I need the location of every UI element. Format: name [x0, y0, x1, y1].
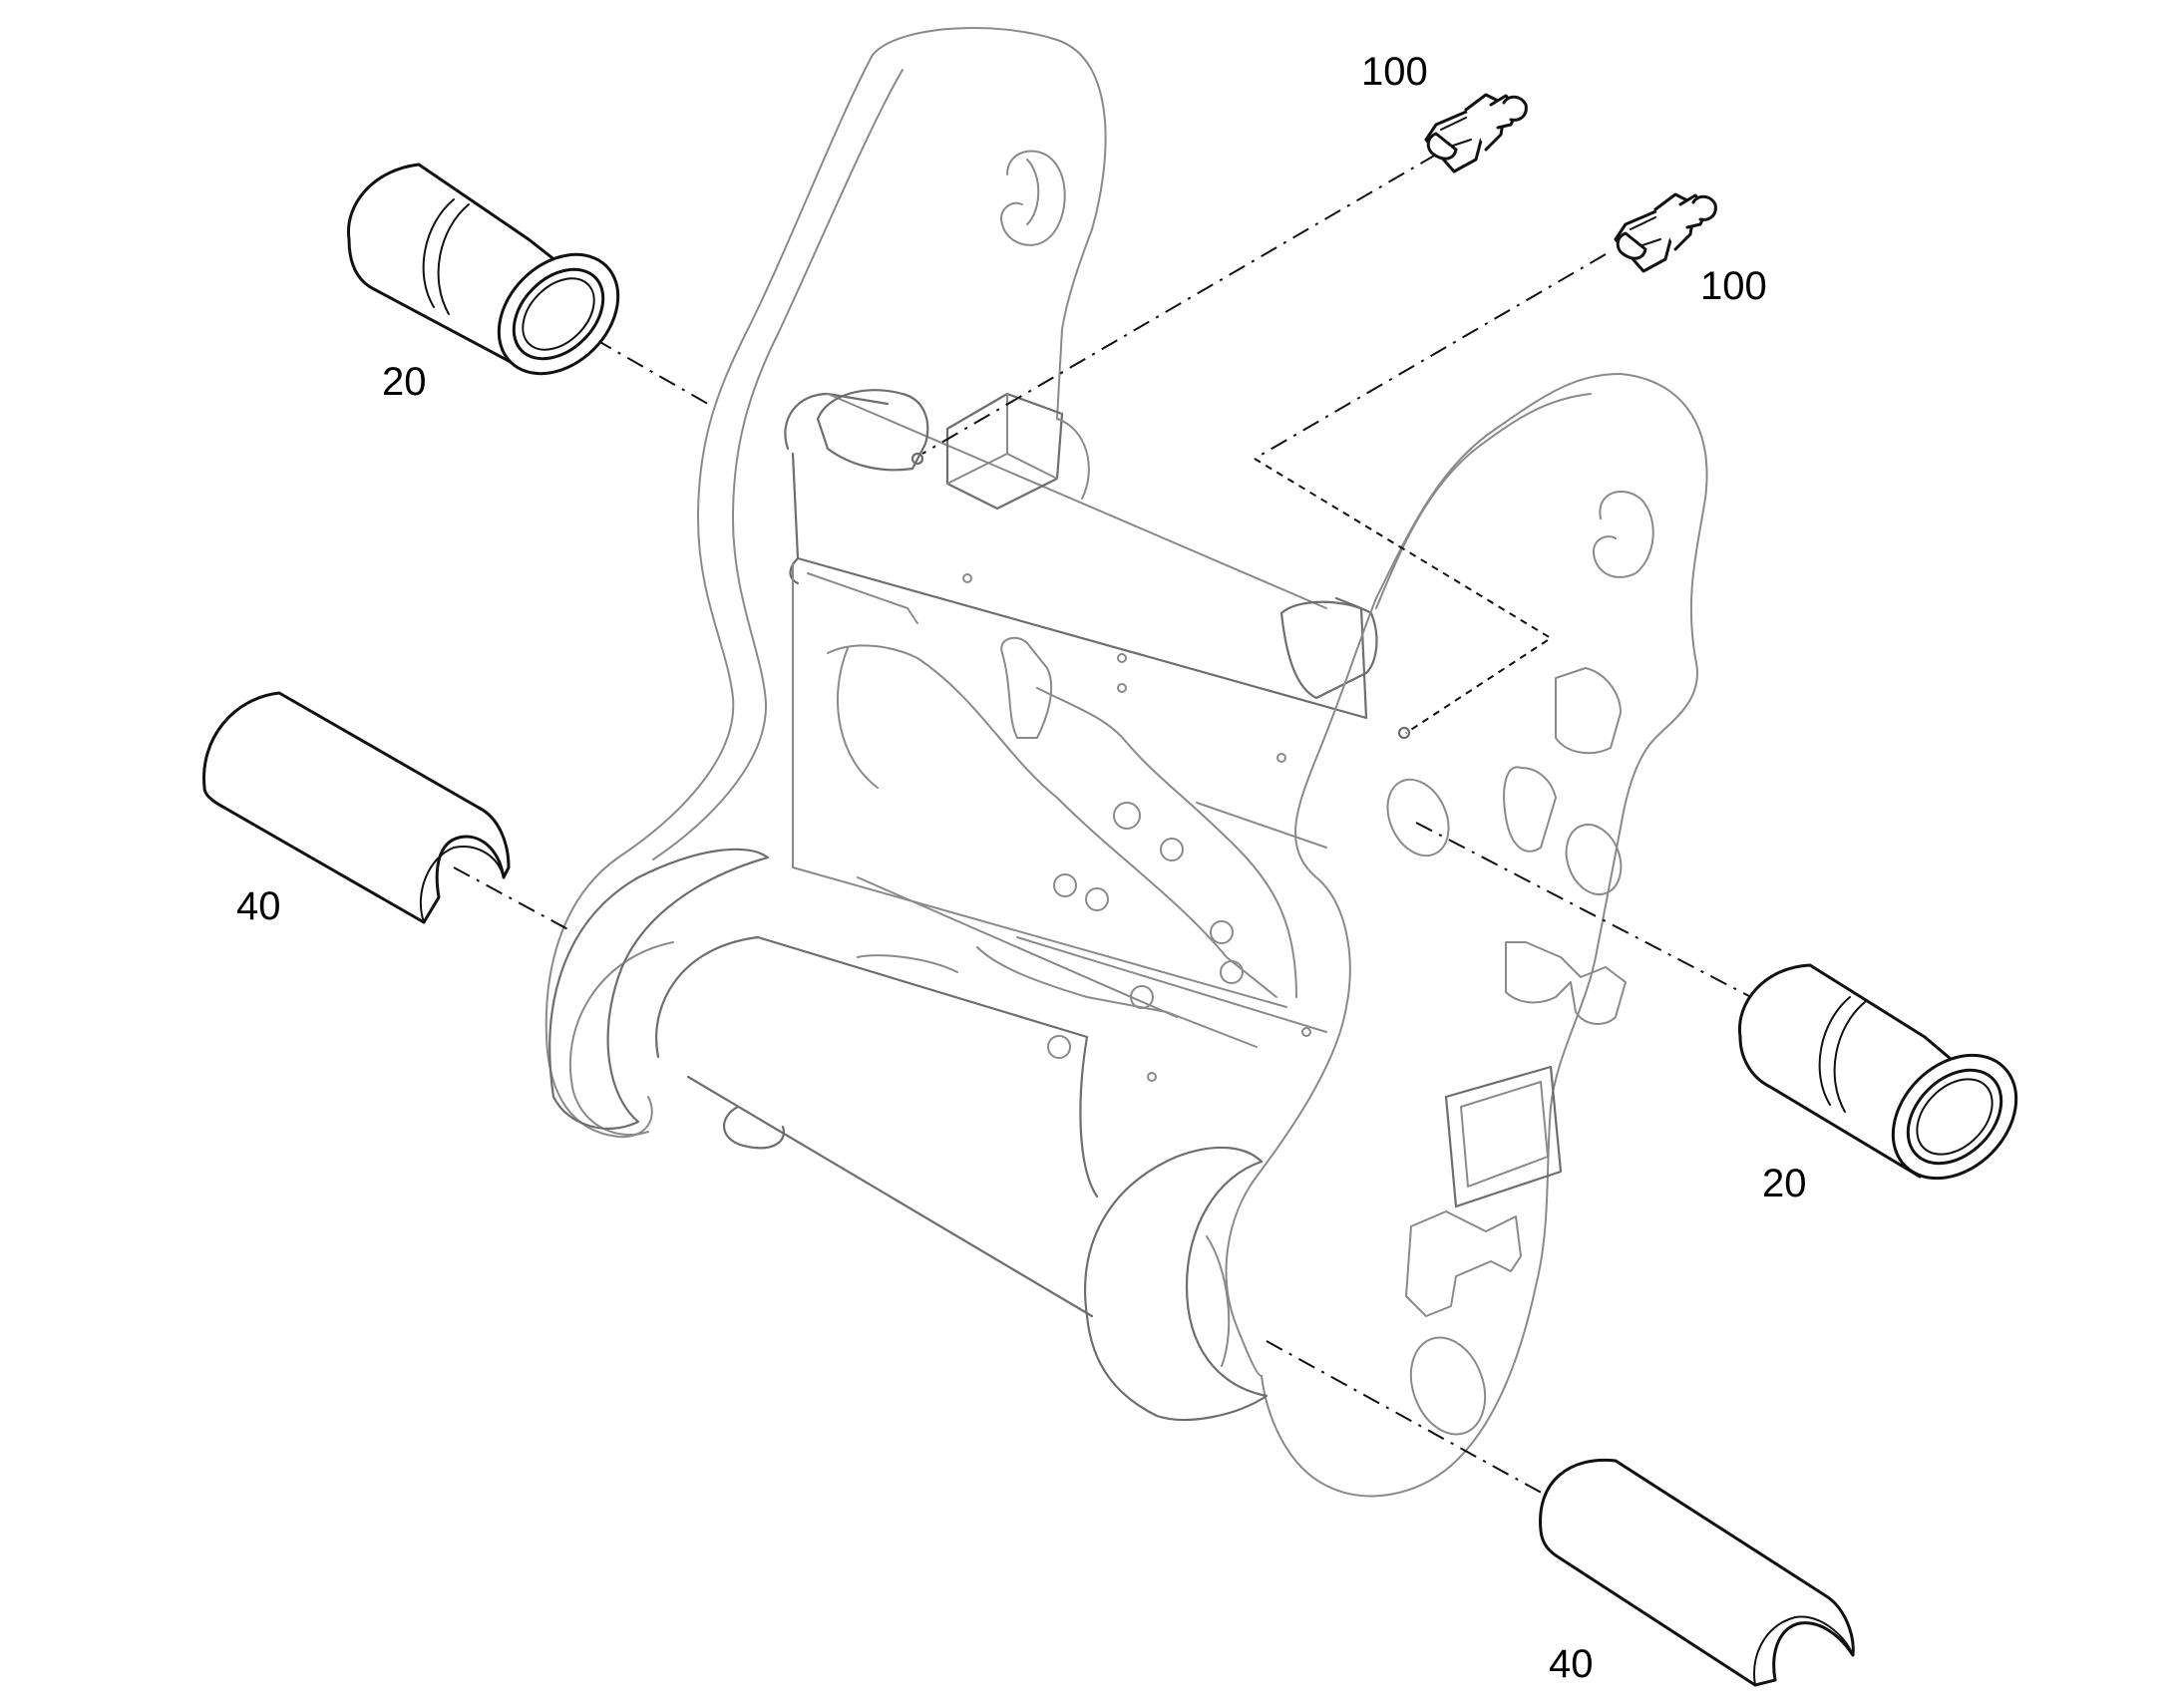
bushing-top-left: [346, 163, 620, 376]
callout-grease-fitting-right: 100: [1700, 264, 1767, 308]
half-bushing-left: [202, 691, 511, 924]
leader-lines: [453, 154, 1771, 1502]
callout-bushing-top-left: 20: [382, 360, 427, 404]
callout-bushing-bottom-right: 20: [1762, 1162, 1807, 1205]
leader-half-bushing-bottom: [1266, 1340, 1557, 1502]
grease-fitting-right: [1614, 192, 1717, 273]
leader-half-bushing-left: [453, 866, 574, 933]
callout-labels: 100 100 20 20 40 40: [236, 50, 1807, 1686]
grease-fitting-top: [1424, 93, 1528, 173]
leader-fitting-top: [921, 154, 1437, 455]
callout-grease-fitting-top: 100: [1361, 50, 1428, 94]
callout-half-bushing-left: 40: [236, 884, 281, 928]
bushing-bottom-right: [1737, 963, 2018, 1181]
half-bushing-bottom: [1539, 1458, 1855, 1687]
leader-bushing-bottom-right: [1415, 822, 1771, 1008]
coupler-frame: [545, 27, 1708, 1498]
leader-fitting-right: [1254, 253, 1607, 460]
callout-half-bushing-bottom: 40: [1549, 1642, 1594, 1686]
